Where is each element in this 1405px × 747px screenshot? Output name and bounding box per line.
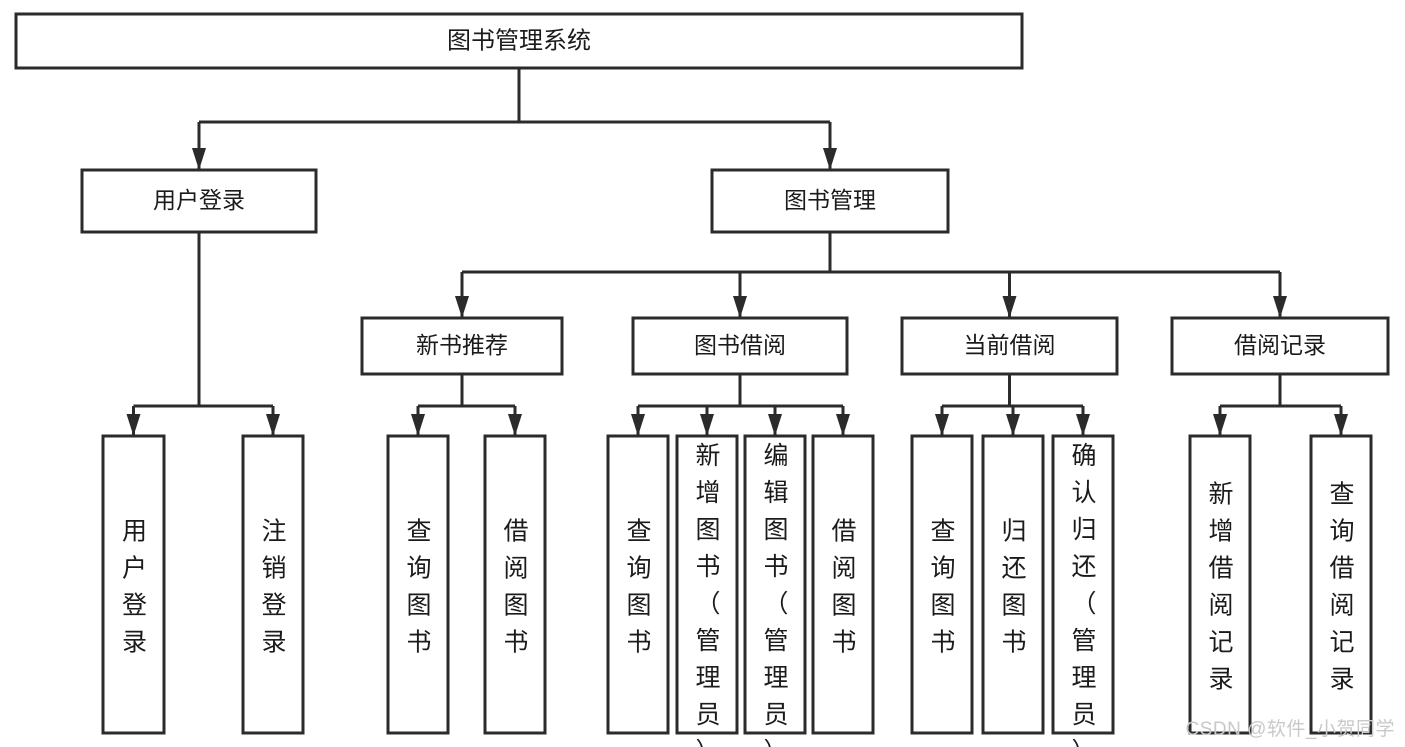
leaf-label: 新增借阅记录	[1208, 480, 1233, 693]
node-label: 新书推荐	[416, 332, 508, 358]
arrow-head-icon	[1076, 414, 1090, 436]
leaf-leaf-add-borrow-record[interactable]: 新增借阅记录	[1188, 434, 1252, 735]
leaf-box	[1309, 434, 1373, 735]
leaf-label: 归还图书	[1001, 517, 1026, 656]
node-label: 图书管理系统	[447, 27, 591, 54]
leaf-label: 查询图书	[930, 517, 955, 656]
arrow-head-icon	[733, 296, 747, 318]
leaf-label: 编辑图书（管理员）	[763, 442, 788, 747]
leaf-box	[1188, 434, 1252, 735]
leaf-box	[1051, 434, 1115, 735]
leaf-label: 查询借阅记录	[1329, 480, 1354, 693]
leaf-label: 查询图书	[626, 517, 651, 656]
leaf-box	[101, 434, 166, 735]
arrow-head-icon	[823, 148, 837, 170]
leaf-leaf-user-login[interactable]: 用户登录	[101, 434, 166, 735]
leaf-label: 新增图书（管理员）	[695, 442, 720, 747]
arrow-head-icon	[836, 414, 850, 436]
node-box	[631, 316, 849, 376]
arrow-head-icon	[935, 414, 949, 436]
nodes-layer: 图书管理系统用户登录图书管理新书推荐图书借阅当前借阅借阅记录用户登录注销登录查询…	[14, 12, 1390, 747]
node-box	[14, 12, 1024, 70]
arrow-head-icon	[126, 414, 141, 436]
node-box	[710, 168, 950, 234]
leaf-leaf-edit-book-admin[interactable]: 编辑图书（管理员）	[743, 434, 807, 747]
leaf-box	[910, 434, 974, 735]
arrow-head-icon	[1273, 296, 1287, 318]
node-label: 借阅记录	[1234, 332, 1326, 358]
leaf-leaf-query-book-1[interactable]: 查询图书	[386, 434, 450, 735]
arrow-head-icon	[1002, 296, 1017, 318]
leaf-box	[606, 434, 670, 735]
node-label: 图书借阅	[694, 332, 786, 358]
leaf-leaf-query-book-2[interactable]: 查询图书	[606, 434, 670, 735]
leaf-label: 确认归还（管理员）	[1071, 442, 1096, 747]
arrow-head-icon	[411, 414, 425, 436]
node-user-login[interactable]: 用户登录	[80, 168, 318, 234]
leaf-box	[811, 434, 875, 735]
node-label: 当前借阅	[964, 332, 1056, 358]
leaf-box	[241, 434, 305, 735]
arrow-head-icon	[508, 414, 522, 436]
leaf-box	[743, 434, 807, 735]
leaf-leaf-query-book-3[interactable]: 查询图书	[910, 434, 974, 735]
node-book-management[interactable]: 图书管理	[710, 168, 950, 234]
node-label: 用户登录	[153, 187, 245, 213]
leaf-box	[386, 434, 450, 735]
node-label: 图书管理	[784, 187, 876, 213]
arrow-head-icon	[1334, 414, 1348, 436]
node-borrow-record[interactable]: 借阅记录	[1170, 316, 1390, 376]
arrow-head-icon	[1213, 414, 1227, 436]
leaf-box	[981, 434, 1045, 735]
arrow-head-icon	[700, 414, 714, 436]
arrow-head-icon	[455, 296, 469, 318]
leaf-leaf-confirm-return-admin[interactable]: 确认归还（管理员）	[1051, 434, 1115, 747]
leaf-leaf-user-logout[interactable]: 注销登录	[241, 434, 305, 735]
connectors-layer	[126, 68, 1348, 436]
node-root[interactable]: 图书管理系统	[14, 12, 1024, 70]
leaf-leaf-borrow-book-2[interactable]: 借阅图书	[811, 434, 875, 735]
leaf-leaf-borrow-book-1[interactable]: 借阅图书	[483, 434, 547, 735]
leaf-box	[483, 434, 547, 735]
arrow-head-icon	[768, 414, 782, 436]
node-box	[1170, 316, 1390, 376]
leaf-label: 注销登录	[261, 517, 286, 656]
leaf-label: 借阅图书	[503, 517, 528, 656]
node-box	[900, 316, 1119, 376]
arrow-head-icon	[266, 414, 280, 436]
node-box	[360, 316, 564, 376]
node-new-book-recommend[interactable]: 新书推荐	[360, 316, 564, 376]
node-book-borrow[interactable]: 图书借阅	[631, 316, 849, 376]
leaf-box	[675, 434, 739, 735]
arrow-head-icon	[1006, 414, 1020, 436]
node-current-borrow[interactable]: 当前借阅	[900, 316, 1119, 376]
leaf-leaf-add-book-admin[interactable]: 新增图书（管理员）	[675, 434, 739, 747]
leaf-label: 用户登录	[122, 517, 147, 656]
leaf-label: 借阅图书	[831, 517, 856, 656]
leaf-label: 查询图书	[406, 517, 431, 656]
arrow-head-icon	[192, 148, 206, 170]
arrow-head-icon	[631, 414, 645, 436]
node-box	[80, 168, 318, 234]
leaf-leaf-query-borrow-record[interactable]: 查询借阅记录	[1309, 434, 1373, 735]
leaf-leaf-return-book[interactable]: 归还图书	[981, 434, 1045, 735]
watermark-text: CSDN @软件_小贺同学	[1185, 719, 1395, 740]
